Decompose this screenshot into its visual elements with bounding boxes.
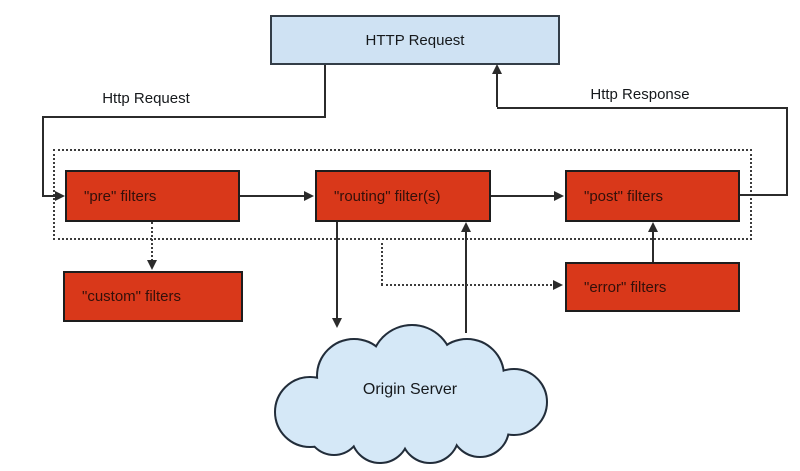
cloud-fill-layer: [276, 326, 546, 462]
arrowhead-into-routing-icon: [304, 191, 314, 201]
response-line-into-http-box: [496, 73, 498, 107]
pre-to-custom-dotted-line: [151, 222, 153, 261]
arrowhead-into-origin-icon: [332, 318, 342, 328]
arrowhead-into-error-icon: [553, 280, 563, 290]
arrowhead-error-to-post-icon: [648, 222, 658, 232]
error-dotted-line-horizontal: [381, 284, 552, 286]
pre-filters-label: "pre" filters: [84, 187, 157, 205]
error-dotted-line-vertical: [381, 243, 383, 285]
http-request-box-label: HTTP Request: [365, 31, 465, 49]
routing-filters-label: "routing" filter(s): [334, 187, 441, 205]
error-filters-label: "error" filters: [584, 278, 667, 296]
custom-filters-label: "custom" filters: [82, 288, 182, 305]
arrowhead-into-custom-icon: [147, 260, 157, 270]
routing-to-origin-line: [336, 222, 338, 319]
origin-server-cloud: Origin Server: [274, 324, 548, 464]
post-filters-label: "post" filters: [584, 187, 664, 205]
pre-filters-box: "pre" filters: [65, 170, 240, 222]
request-line-down-from-http-box: [324, 65, 326, 118]
arrowhead-into-post-icon: [554, 191, 564, 201]
arrowhead-origin-to-routing-icon: [461, 222, 471, 232]
http-request-edge-label: Http Request: [102, 90, 190, 107]
error-filters-box: "error" filters: [565, 262, 740, 312]
response-line-up-right: [786, 107, 788, 196]
arrowhead-into-http-box-icon: [492, 64, 502, 74]
request-line-down-left: [42, 116, 44, 197]
error-to-post-line: [652, 231, 654, 262]
request-line-into-pre: [42, 195, 56, 197]
origin-server-label: Origin Server: [363, 381, 458, 398]
arrowhead-into-pre-icon: [55, 191, 65, 201]
response-line-from-post: [740, 194, 788, 196]
origin-to-routing-line: [465, 231, 467, 333]
post-filters-box: "post" filters: [565, 170, 740, 222]
routing-to-post-line: [491, 195, 555, 197]
response-line-horizontal: [497, 107, 788, 109]
http-response-edge-label: Http Response: [590, 86, 690, 103]
http-request-box: HTTP Request: [270, 15, 560, 65]
custom-filters-box: "custom" filters: [63, 271, 243, 322]
request-line-horizontal: [42, 116, 326, 118]
routing-filters-box: "routing" filter(s): [315, 170, 491, 222]
pre-to-routing-line: [240, 195, 305, 197]
